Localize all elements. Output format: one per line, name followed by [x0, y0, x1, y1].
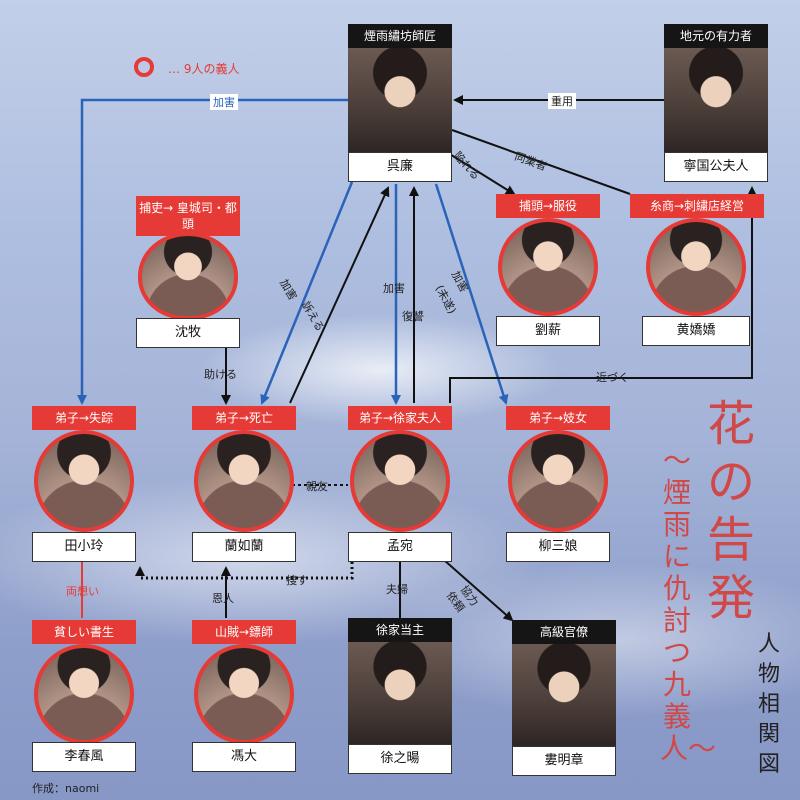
meng-role: 弟子→徐家夫人	[348, 406, 452, 430]
liu-xin-name: 劉薪	[496, 316, 600, 346]
lou-role: 高級官僚	[512, 620, 616, 644]
legend-circle-icon	[134, 57, 154, 77]
liu-xin-portrait	[498, 218, 598, 316]
line-competitor	[451, 129, 631, 195]
meng-portrait	[350, 430, 450, 532]
ningguo-portrait	[664, 48, 768, 152]
ningguo-name: 寧国公夫人	[664, 152, 768, 182]
label-friends: 親友	[306, 480, 328, 493]
wu-lian-role: 煙雨繡坊師匠	[348, 24, 452, 48]
meng-name: 孟宛	[348, 532, 452, 562]
liu-sanniang-name: 柳三娘	[506, 532, 610, 562]
tian-name: 田小玲	[32, 532, 136, 562]
liu-sanniang-portrait	[508, 430, 608, 532]
huang-portrait	[646, 218, 746, 316]
xu-name: 徐之暘	[348, 744, 452, 774]
lou-name: 婁明章	[512, 746, 616, 776]
label-search: 捜す	[286, 574, 308, 587]
shen-mu-role: 捕吏→ 皇城司・都頭	[136, 196, 240, 236]
lan-name: 蘭如蘭	[192, 532, 296, 562]
li-name: 李春風	[32, 742, 136, 772]
line-harm-tian	[77, 98, 348, 405]
li-portrait	[34, 644, 134, 744]
label-revenge: 復讐	[402, 310, 424, 323]
lan-portrait	[194, 430, 294, 532]
title-main: 花の告発	[706, 396, 755, 626]
lou-portrait	[512, 644, 616, 746]
li-role: 貧しい書生	[32, 620, 136, 644]
credit: 作成：naomi	[32, 782, 100, 795]
title-sub: 〜煙雨に仇討つ九義人〜	[660, 444, 717, 765]
legend-text: … 9人の義人	[168, 62, 240, 76]
line-frame	[439, 147, 516, 196]
label-harm-tian: 加害	[210, 94, 238, 110]
title-sub2: 人物相関図	[757, 632, 780, 777]
line-search	[135, 562, 354, 580]
line-coop	[443, 559, 514, 622]
label-married: 夫婦	[386, 583, 408, 596]
xu-portrait	[348, 642, 452, 744]
line-sue	[289, 186, 390, 404]
line-harm-lan	[260, 181, 354, 405]
tian-portrait	[34, 430, 134, 532]
ningguo-role: 地元の有力者	[664, 24, 768, 48]
huang-role: 糸商→刺繍店経営	[630, 194, 764, 218]
feng-name: 馮大	[192, 742, 296, 772]
label-mutual-love: 両想い	[66, 585, 99, 598]
liu-xin-role: 捕頭→服役	[496, 194, 600, 218]
label-benefactor: 恩人	[212, 592, 234, 605]
wu-lian-portrait	[348, 48, 452, 152]
label-employ: 重用	[548, 93, 576, 109]
feng-portrait	[194, 644, 294, 744]
line-harm-liu	[434, 183, 509, 405]
huang-name: 黄嬌嬌	[642, 316, 750, 346]
feng-role: 山賊→鏢師	[192, 620, 296, 644]
shen-mu-portrait	[138, 232, 238, 320]
label-harm-meng: 加害	[383, 282, 405, 295]
label-approach: 近づく	[596, 371, 629, 384]
lan-role: 弟子→死亡	[192, 406, 296, 430]
line-approach	[449, 186, 757, 403]
liu-sanniang-role: 弟子→妓女	[506, 406, 610, 430]
shen-mu-name: 沈牧	[136, 318, 240, 348]
xu-role: 徐家当主	[348, 618, 452, 642]
label-help: 助ける	[204, 368, 237, 381]
tian-role: 弟子→失踪	[32, 406, 136, 430]
wu-lian-name: 呉廉	[348, 152, 452, 182]
